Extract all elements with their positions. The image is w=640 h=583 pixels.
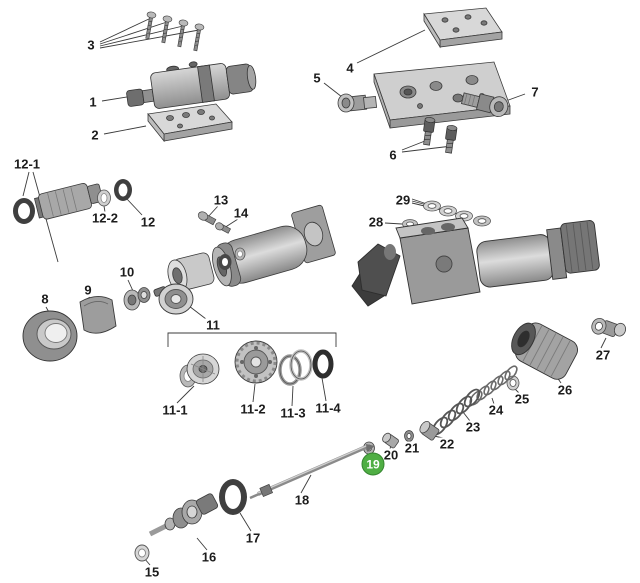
- part-label-29[interactable]: 29: [393, 192, 413, 208]
- part-label-23[interactable]: 23: [463, 419, 483, 435]
- valve-body-illustration: [351, 217, 600, 307]
- part-label-12[interactable]: 12: [138, 214, 158, 230]
- part-10-rings-illustration: [123, 287, 151, 311]
- part-label-11-1[interactable]: 11-1: [160, 402, 190, 418]
- part-label-2[interactable]: 2: [89, 127, 101, 143]
- part-label-11-4[interactable]: 11-4: [313, 400, 343, 416]
- part-27-fitting-illustration: [591, 317, 627, 337]
- part-11-4-illustration: [312, 349, 334, 379]
- part-label-19-highlighted[interactable]: 19: [361, 452, 385, 476]
- part-label-28[interactable]: 28: [366, 214, 386, 230]
- part-label-6[interactable]: 6: [387, 147, 399, 163]
- part-label-17[interactable]: 17: [243, 530, 263, 546]
- part-label-10[interactable]: 10: [117, 264, 137, 280]
- part-label-9[interactable]: 9: [82, 282, 94, 298]
- part-label-14[interactable]: 14: [231, 205, 251, 221]
- part-20-sleeve-illustration: [382, 432, 399, 449]
- part-1-valve-illustration: [126, 61, 257, 109]
- part-2-block-illustration: [147, 103, 233, 143]
- part-label-1[interactable]: 1: [87, 94, 99, 110]
- part-7-fitting-illustration: [460, 92, 509, 118]
- part-9-saddle-illustration: [79, 296, 117, 334]
- part-label-27[interactable]: 27: [593, 347, 613, 363]
- part-18-rod-illustration: [249, 444, 375, 500]
- part-17-oring-illustration: [219, 479, 247, 515]
- part-label-3[interactable]: 3: [85, 37, 97, 53]
- part-label-25[interactable]: 25: [512, 391, 532, 407]
- part-label-24[interactable]: 24: [486, 402, 506, 418]
- part-6-screws-illustration: [423, 117, 458, 154]
- part-15-ring-illustration: [134, 544, 150, 562]
- part-29-washers-illustration: [423, 200, 491, 227]
- part-16-shaft-illustration: [148, 493, 219, 537]
- part-26-cap-illustration: [511, 322, 578, 380]
- part-label-16[interactable]: 16: [199, 549, 219, 565]
- part-label-26[interactable]: 26: [555, 382, 575, 398]
- leader-lines: [22, 17, 607, 566]
- part-11-1-illustration: [179, 353, 220, 388]
- part-label-21[interactable]: 21: [402, 440, 422, 456]
- part-label-11-2[interactable]: 11-2: [238, 401, 268, 417]
- part-11-3-illustration: [278, 349, 313, 386]
- part-3-screws-illustration: [145, 11, 205, 52]
- part-label-22[interactable]: 22: [437, 436, 457, 452]
- part-label-12-1[interactable]: 12-1: [11, 156, 43, 172]
- part-12-coupler-illustration: [13, 179, 132, 224]
- part-11-bearing-illustration: [153, 283, 194, 315]
- part-5-fitting-illustration: [337, 93, 378, 113]
- part-label-15[interactable]: 15: [142, 564, 162, 580]
- part-label-7[interactable]: 7: [529, 84, 541, 100]
- part-label-12-2[interactable]: 12-2: [89, 210, 121, 226]
- part-label-20[interactable]: 20: [381, 447, 401, 463]
- part-label-18[interactable]: 18: [292, 492, 312, 508]
- part-label-8[interactable]: 8: [39, 291, 51, 307]
- cylinder-body-illustration: [167, 204, 336, 292]
- part-23-spring-illustration: [431, 388, 481, 436]
- part-13-fitting-illustration: [197, 211, 217, 226]
- part-4-blocks-illustration: [373, 7, 511, 129]
- part-22-cup-illustration: [419, 420, 440, 441]
- part-11-2-illustration: [234, 340, 278, 384]
- part-label-13[interactable]: 13: [211, 192, 231, 208]
- part-14-fitting-illustration: [215, 222, 232, 234]
- part-label-11-3[interactable]: 11-3: [278, 405, 308, 421]
- part-label-4[interactable]: 4: [344, 60, 356, 76]
- part-8-ringnut-illustration: [22, 310, 78, 362]
- part-label-5[interactable]: 5: [311, 70, 323, 86]
- part-label-11[interactable]: 11: [204, 317, 222, 333]
